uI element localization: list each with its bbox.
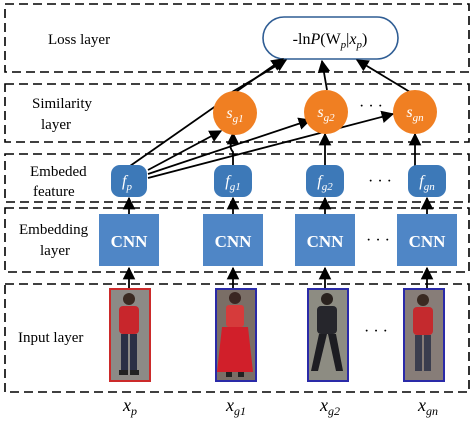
similarity-node-g1: sg1	[213, 91, 257, 135]
cnn-box-g1: CNN	[203, 214, 263, 266]
embedding-layer-label-1: Embedding	[19, 222, 89, 238]
svg-text:fp: fp	[122, 173, 132, 193]
svg-text:CNN: CNN	[409, 232, 447, 251]
svg-text:fgn: fgn	[419, 173, 435, 193]
feature-ellipsis: · · ·	[368, 173, 392, 190]
svg-text:CNN: CNN	[307, 232, 345, 251]
connection-arrows	[122, 58, 434, 288]
loss-formula: -lnP(Wp|xp)	[293, 31, 368, 51]
input-ellipsis: · · ·	[364, 323, 388, 340]
similarity-node-gn: sgn	[393, 90, 437, 134]
svg-text:CNN: CNN	[215, 232, 253, 251]
similarity-layer-label-1: Similarity	[32, 96, 93, 112]
embedding-layer-label-2: layer	[40, 243, 70, 259]
gallery-person-image-n	[403, 288, 445, 382]
similarity-ellipsis: · · ·	[359, 98, 383, 115]
loss-layer-panel: Loss layer	[4, 3, 470, 73]
svg-text:fg1: fg1	[225, 173, 240, 193]
embeded-feature-label-1: Embeded	[30, 164, 87, 180]
input-label-gn: xgn	[417, 395, 438, 418]
feature-node-gn: fgn	[408, 165, 446, 197]
similarity-layer-panel: Similarity layer	[4, 83, 470, 143]
input-label-g1: xg1	[225, 395, 246, 418]
gallery-person-image-2	[307, 288, 349, 382]
similarity-node-g2: sg2	[304, 90, 348, 134]
svg-text:sgn: sgn	[406, 104, 424, 124]
embeded-feature-label-2: feature	[33, 184, 75, 200]
svg-text:CNN: CNN	[111, 232, 149, 251]
similarity-layer-label-2: layer	[41, 117, 71, 133]
feature-node-p: fp	[111, 165, 147, 197]
svg-text:sg1: sg1	[226, 105, 243, 125]
cnn-box-g2: CNN	[295, 214, 355, 266]
input-label-g2: xg2	[319, 395, 340, 418]
gallery-person-image-1	[215, 288, 257, 382]
svg-text:fg2: fg2	[317, 173, 333, 193]
query-person-image	[109, 288, 151, 382]
cnn-ellipsis: · · ·	[366, 232, 390, 249]
input-layer-panel: Input layer	[4, 283, 470, 393]
feature-node-g1: fg1	[214, 165, 252, 197]
loss-node: -lnP(Wp|xp)	[262, 16, 399, 60]
loss-layer-label: Loss layer	[48, 32, 110, 48]
cnn-box-gn: CNN	[397, 214, 457, 266]
cnn-box-p: CNN	[99, 214, 159, 266]
input-layer-label: Input layer	[18, 330, 83, 346]
input-label-p: xp	[122, 395, 137, 418]
feature-node-g2: fg2	[306, 165, 344, 197]
svg-text:sg2: sg2	[317, 104, 335, 124]
